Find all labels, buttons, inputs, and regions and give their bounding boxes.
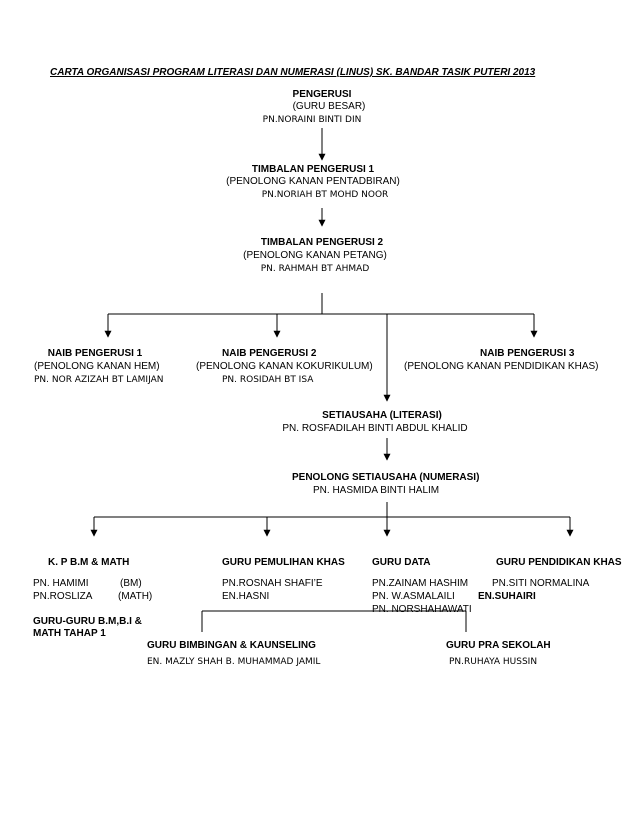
timbalan1-role: TIMBALAN PENGERUSI 1 [251,164,375,175]
kpbm-subject-1: (BM) [120,578,142,589]
naib2-role: NAIB PENGERUSI 2 [222,348,317,359]
naib3-role: NAIB PENGERUSI 3 [480,348,575,359]
timbalan1-name: PN.NORIAH BT MOHD NOOR [261,190,389,200]
kpbm-line-2: PN.ROSLIZA [33,591,93,602]
pengerusi-sub: (GURU BESAR) [292,101,366,112]
timbalan2-name: PN. RAHMAH BT AHMAD [260,264,370,274]
penolong-setiausaha-role: PENOLONG SETIAUSAHA (NUMERASI) [292,472,480,483]
naib2-name: PN. ROSIDAH BT ISA [222,375,314,385]
naib2-sub: (PENOLONG KANAN KOKURIKULUM) [196,361,373,372]
pemulihan-line-1: PN.ROSNAH SHAFI’E [222,578,323,589]
kpbm-subject-2: (MATH) [118,591,153,602]
prasekolah-name: PN.RUHAYA HUSSIN [449,657,538,667]
data-line-1: PN.ZAINAM HASHIM [372,578,469,589]
timbalan1-sub: (PENOLONG KANAN PENTADBIRAN) [226,176,400,187]
pendidikan-khas-line-1: PN.SITI NORMALINA [492,578,590,589]
pemulihan-role: GURU PEMULIHAN KHAS [222,557,345,568]
prasekolah-role: GURU PRA SEKOLAH [446,640,551,651]
timbalan2-role: TIMBALAN PENGERUSI 2 [260,237,384,248]
kpbm-role: K. P B.M & MATH [48,557,130,568]
pengerusi-role: PENGERUSI [292,89,352,100]
bimbingan-name: EN. MAZLY SHAH B. MUHAMMAD JAMIL [147,657,321,667]
pendidikan-khas-line-2: EN.SUHAIRI [478,591,536,602]
naib3-sub: (PENOLONG KANAN PENDIDIKAN KHAS) [404,361,599,372]
setiausaha-role: SETIAUSAHA (LITERASI) [322,410,442,421]
naib1-role: NAIB PENGERUSI 1 [47,348,143,359]
pendidikan-khas-role: GURU PENDIDIKAN KHAS [496,557,622,568]
timbalan2-sub: (PENOLONG KANAN PETANG) [243,250,387,261]
pengerusi-name: PN.NORAINI BINTI DIN [262,115,362,125]
kpbm-line-1: PN. HAMIMI [33,578,89,589]
data-role: GURU DATA [372,557,431,568]
kpbm-note-1: GURU-GURU B.M,B.I & [33,616,142,627]
bimbingan-role: GURU BIMBINGAN & KAUNSELING [147,640,316,651]
penolong-setiausaha-name: PN. HASMIDA BINTI HALIM [313,485,440,496]
data-line-3: PN. NORSHAHAWATI [372,604,472,615]
naib1-name: PN. NOR AZIZAH BT LAMIJAN [34,375,164,385]
pemulihan-line-2: EN.HASNI [222,591,270,602]
naib1-sub: (PENOLONG KANAN HEM) [34,361,160,372]
kpbm-note-2: MATH TAHAP 1 [33,628,106,639]
chart-title: CARTA ORGANISASI PROGRAM LITERASI DAN NU… [50,67,536,78]
setiausaha-name: PN. ROSFADILAH BINTI ABDUL KHALID [282,423,468,434]
data-line-2: PN. W.ASMALAILI [372,591,455,602]
